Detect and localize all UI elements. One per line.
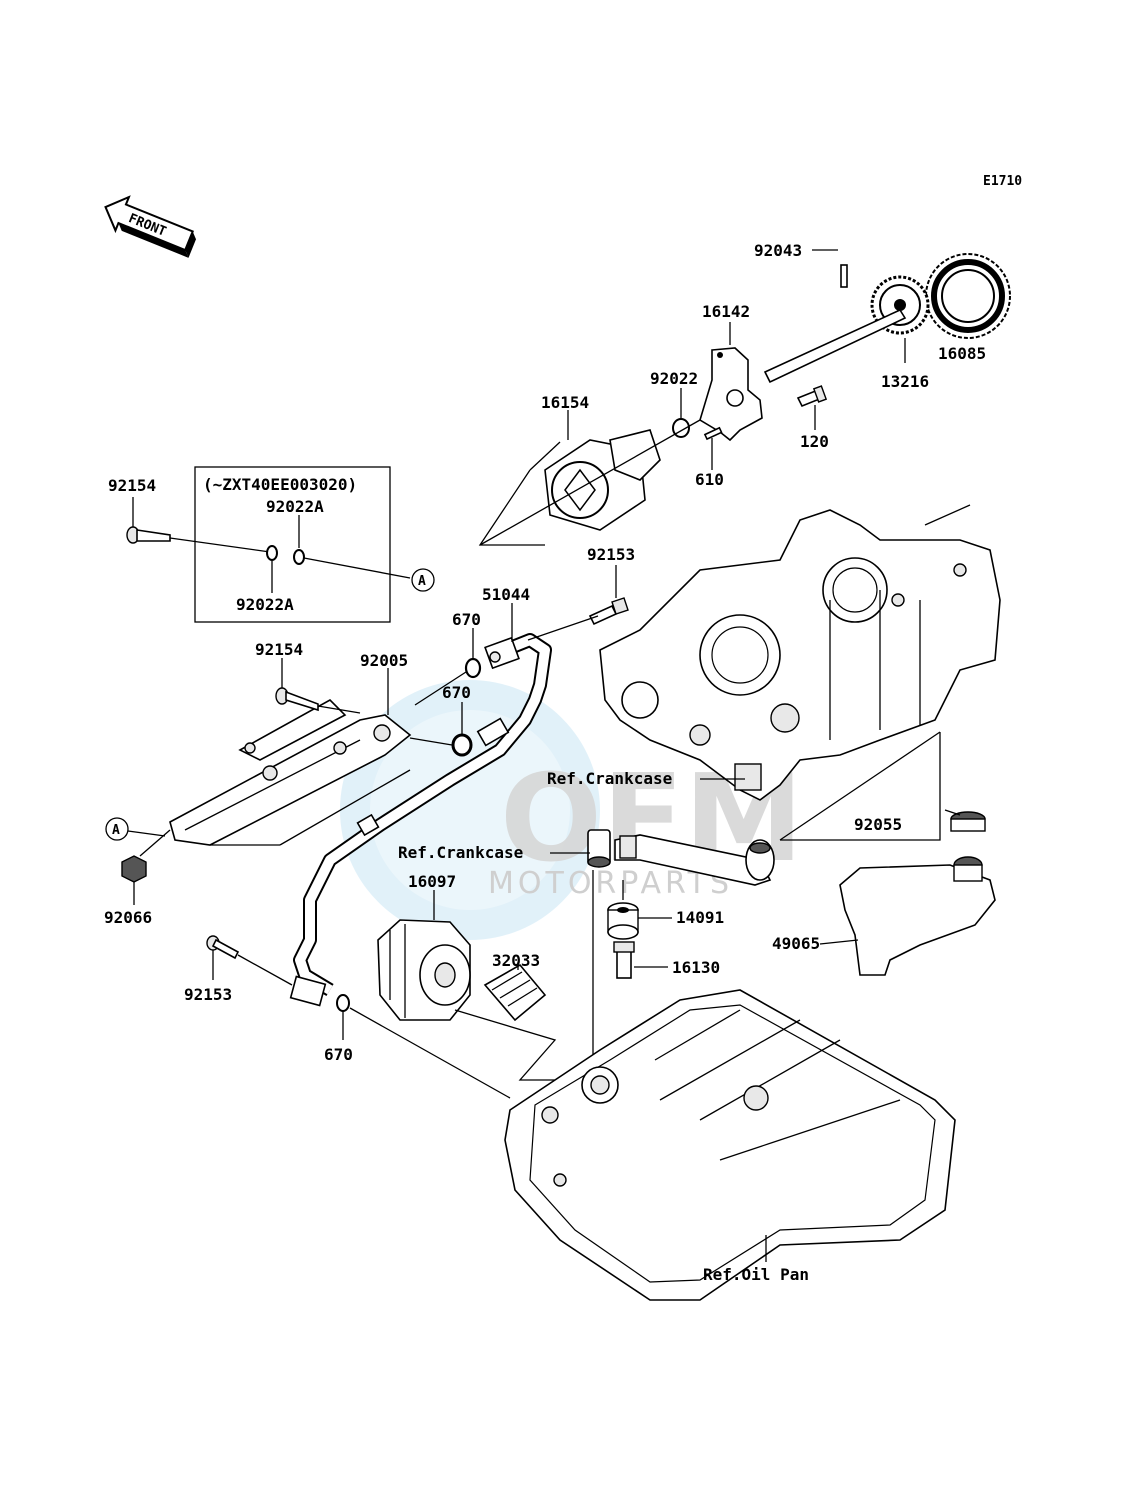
front-arrow-icon: FRONT	[104, 195, 197, 258]
crankcase	[599, 504, 1001, 801]
plug-92055	[950, 811, 986, 832]
strainer-32033	[483, 963, 547, 1022]
label-670-c: 670	[324, 1045, 353, 1064]
oil-pipe-51044	[289, 633, 552, 1007]
labels: 92043 16142 16085 13216 92022 16154 120 …	[104, 241, 986, 1284]
callout-a-bottom	[105, 817, 129, 841]
valve-16130	[613, 941, 635, 979]
label-16097: 16097	[408, 872, 456, 891]
callout-a-bottom-label: A	[112, 823, 120, 838]
cover-49065	[839, 856, 996, 976]
label-32033: 32033	[492, 951, 540, 970]
label-92043: 92043	[754, 241, 802, 260]
label-92154-top: 92154	[108, 476, 156, 495]
bolt-92153-bottom	[206, 935, 240, 960]
oil-filter-16097	[377, 919, 471, 1021]
ref-crankcase-1: Ref.Crankcase	[547, 769, 672, 788]
pin-610	[703, 426, 723, 441]
pin-92043	[840, 264, 848, 288]
rotor-16154	[544, 429, 661, 531]
serial-note: (~ZXT40EE003020)	[203, 475, 357, 494]
bolt-92153-top	[588, 597, 629, 626]
shaft-13216	[763, 308, 907, 384]
callout-a-top	[411, 568, 435, 592]
watermark-sub: MOTORPARTS	[488, 866, 733, 901]
gear-16085	[925, 253, 1011, 339]
label-92153-top: 92153	[587, 545, 635, 564]
washer-92022A-b	[293, 549, 305, 565]
diagram-code: E1710	[983, 174, 1022, 189]
label-16154: 16154	[541, 393, 589, 412]
oil-pipe-bracket	[169, 699, 412, 846]
bolt-120	[796, 385, 828, 408]
label-13216: 13216	[881, 372, 929, 391]
label-92066: 92066	[104, 908, 152, 927]
label-16130: 16130	[672, 958, 720, 977]
label-92153-bottom: 92153	[184, 985, 232, 1004]
label-92055: 92055	[854, 815, 902, 834]
label-92022A-bottom: 92022A	[236, 595, 294, 614]
pump-cover-16142	[699, 347, 763, 442]
label-92022A-top: 92022A	[266, 497, 324, 516]
label-16085: 16085	[938, 344, 986, 363]
oil-pan	[504, 989, 956, 1301]
filter-14091	[607, 902, 639, 940]
o-ring-670-b	[451, 733, 473, 757]
label-670-a: 670	[452, 610, 481, 629]
ref-crankcase-2: Ref.Crankcase	[398, 843, 523, 862]
o-ring-670-c	[336, 994, 350, 1012]
label-610: 610	[695, 470, 724, 489]
label-16142: 16142	[702, 302, 750, 321]
label-49065: 49065	[772, 934, 820, 953]
label-92005: 92005	[360, 651, 408, 670]
label-92022: 92022	[650, 369, 698, 388]
label-120: 120	[800, 432, 829, 451]
bolt-92154-top	[126, 526, 171, 544]
label-14091: 14091	[676, 908, 724, 927]
label-670-b: 670	[442, 683, 471, 702]
washer-92022A-a	[266, 545, 278, 561]
bolt-92154-mid	[275, 687, 319, 712]
plug-92066	[121, 855, 147, 883]
label-51044: 51044	[482, 585, 530, 604]
callout-a-top-label: A	[418, 574, 426, 589]
label-92154-mid: 92154	[255, 640, 303, 659]
ref-oil-pan: Ref.Oil Pan	[703, 1265, 809, 1284]
oil-pickup-14091-area	[587, 829, 775, 886]
serial-box	[194, 466, 391, 623]
o-ring-670-a	[464, 657, 482, 679]
